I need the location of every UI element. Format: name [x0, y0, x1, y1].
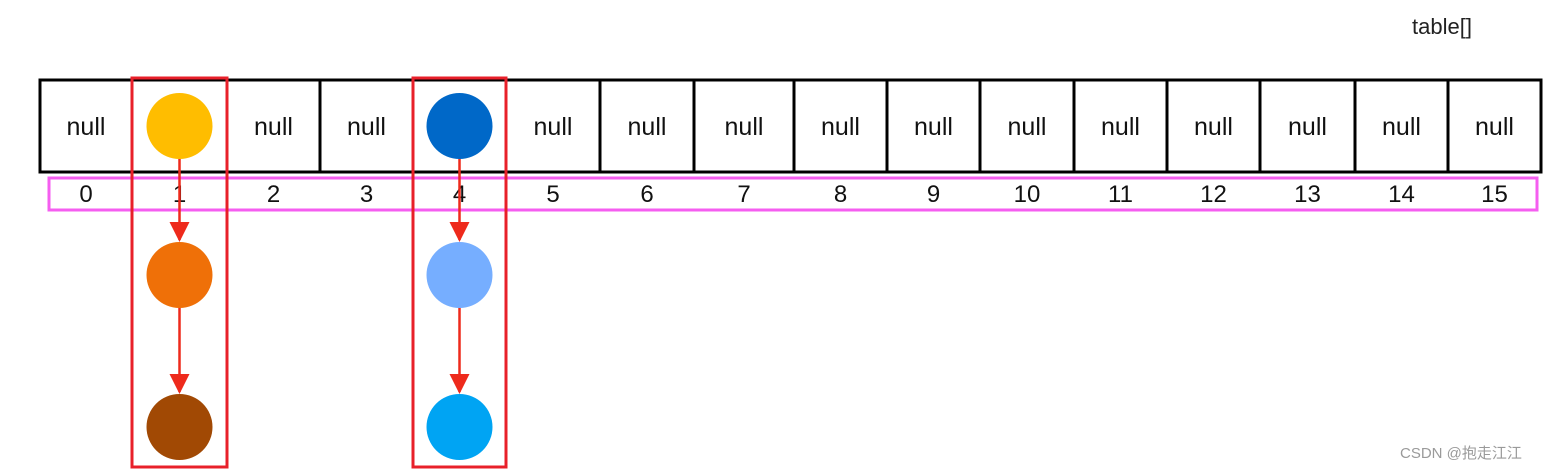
cell-null-label: null — [347, 113, 386, 141]
bucket-highlights — [130, 76, 508, 469]
cell-null-label: null — [1008, 113, 1047, 141]
index-label: 3 — [360, 181, 373, 208]
chain-node — [146, 242, 213, 308]
cell-null-label: null — [1194, 113, 1233, 141]
array-cells: null null null null null null null null null null… — [38, 78, 1543, 174]
index-label: 2 — [267, 181, 280, 208]
chain-node — [426, 242, 493, 308]
index-label: 8 — [834, 181, 847, 208]
cell-null-label: null — [534, 113, 573, 141]
cell-null-label: null — [254, 113, 293, 141]
index-row: 0123456789101112131415 — [47, 176, 1539, 212]
cell-null-label: null — [821, 113, 860, 141]
cell-null-label: null — [725, 113, 764, 141]
cell-null-label: null — [914, 113, 953, 141]
bucket-highlight-4 — [411, 76, 508, 469]
index-label: 9 — [927, 181, 940, 208]
index-row-frame — [47, 176, 1539, 212]
bucket-node-1 — [146, 93, 213, 159]
cell-null-label: null — [1288, 113, 1327, 141]
index-label: 5 — [546, 181, 559, 208]
cell-null-label: null — [628, 113, 667, 141]
index-label: 0 — [79, 181, 92, 208]
index-label: 10 — [1014, 181, 1041, 208]
chain-node — [146, 394, 213, 460]
array-title: table[] — [1412, 14, 1472, 39]
cell-null-label: null — [1475, 113, 1514, 141]
index-label: 14 — [1388, 181, 1415, 208]
index-label: 6 — [640, 181, 653, 208]
index-label: 12 — [1200, 181, 1227, 208]
index-label: 15 — [1481, 181, 1508, 208]
chain-node — [426, 394, 493, 460]
cell-null-label: null — [1101, 113, 1140, 141]
chain-arrows — [169, 153, 470, 394]
index-label: 7 — [737, 181, 750, 208]
cell-null-label: null — [67, 113, 106, 141]
chain-nodes — [146, 93, 493, 460]
watermark: CSDN @抱走江江 — [1400, 445, 1522, 462]
cell-null-label: null — [1382, 113, 1421, 141]
bucket-node-4 — [426, 93, 493, 159]
index-label: 11 — [1108, 181, 1133, 208]
bucket-highlight-1 — [130, 76, 229, 469]
index-label: 13 — [1294, 181, 1321, 208]
array-cell-15 — [1446, 78, 1543, 174]
